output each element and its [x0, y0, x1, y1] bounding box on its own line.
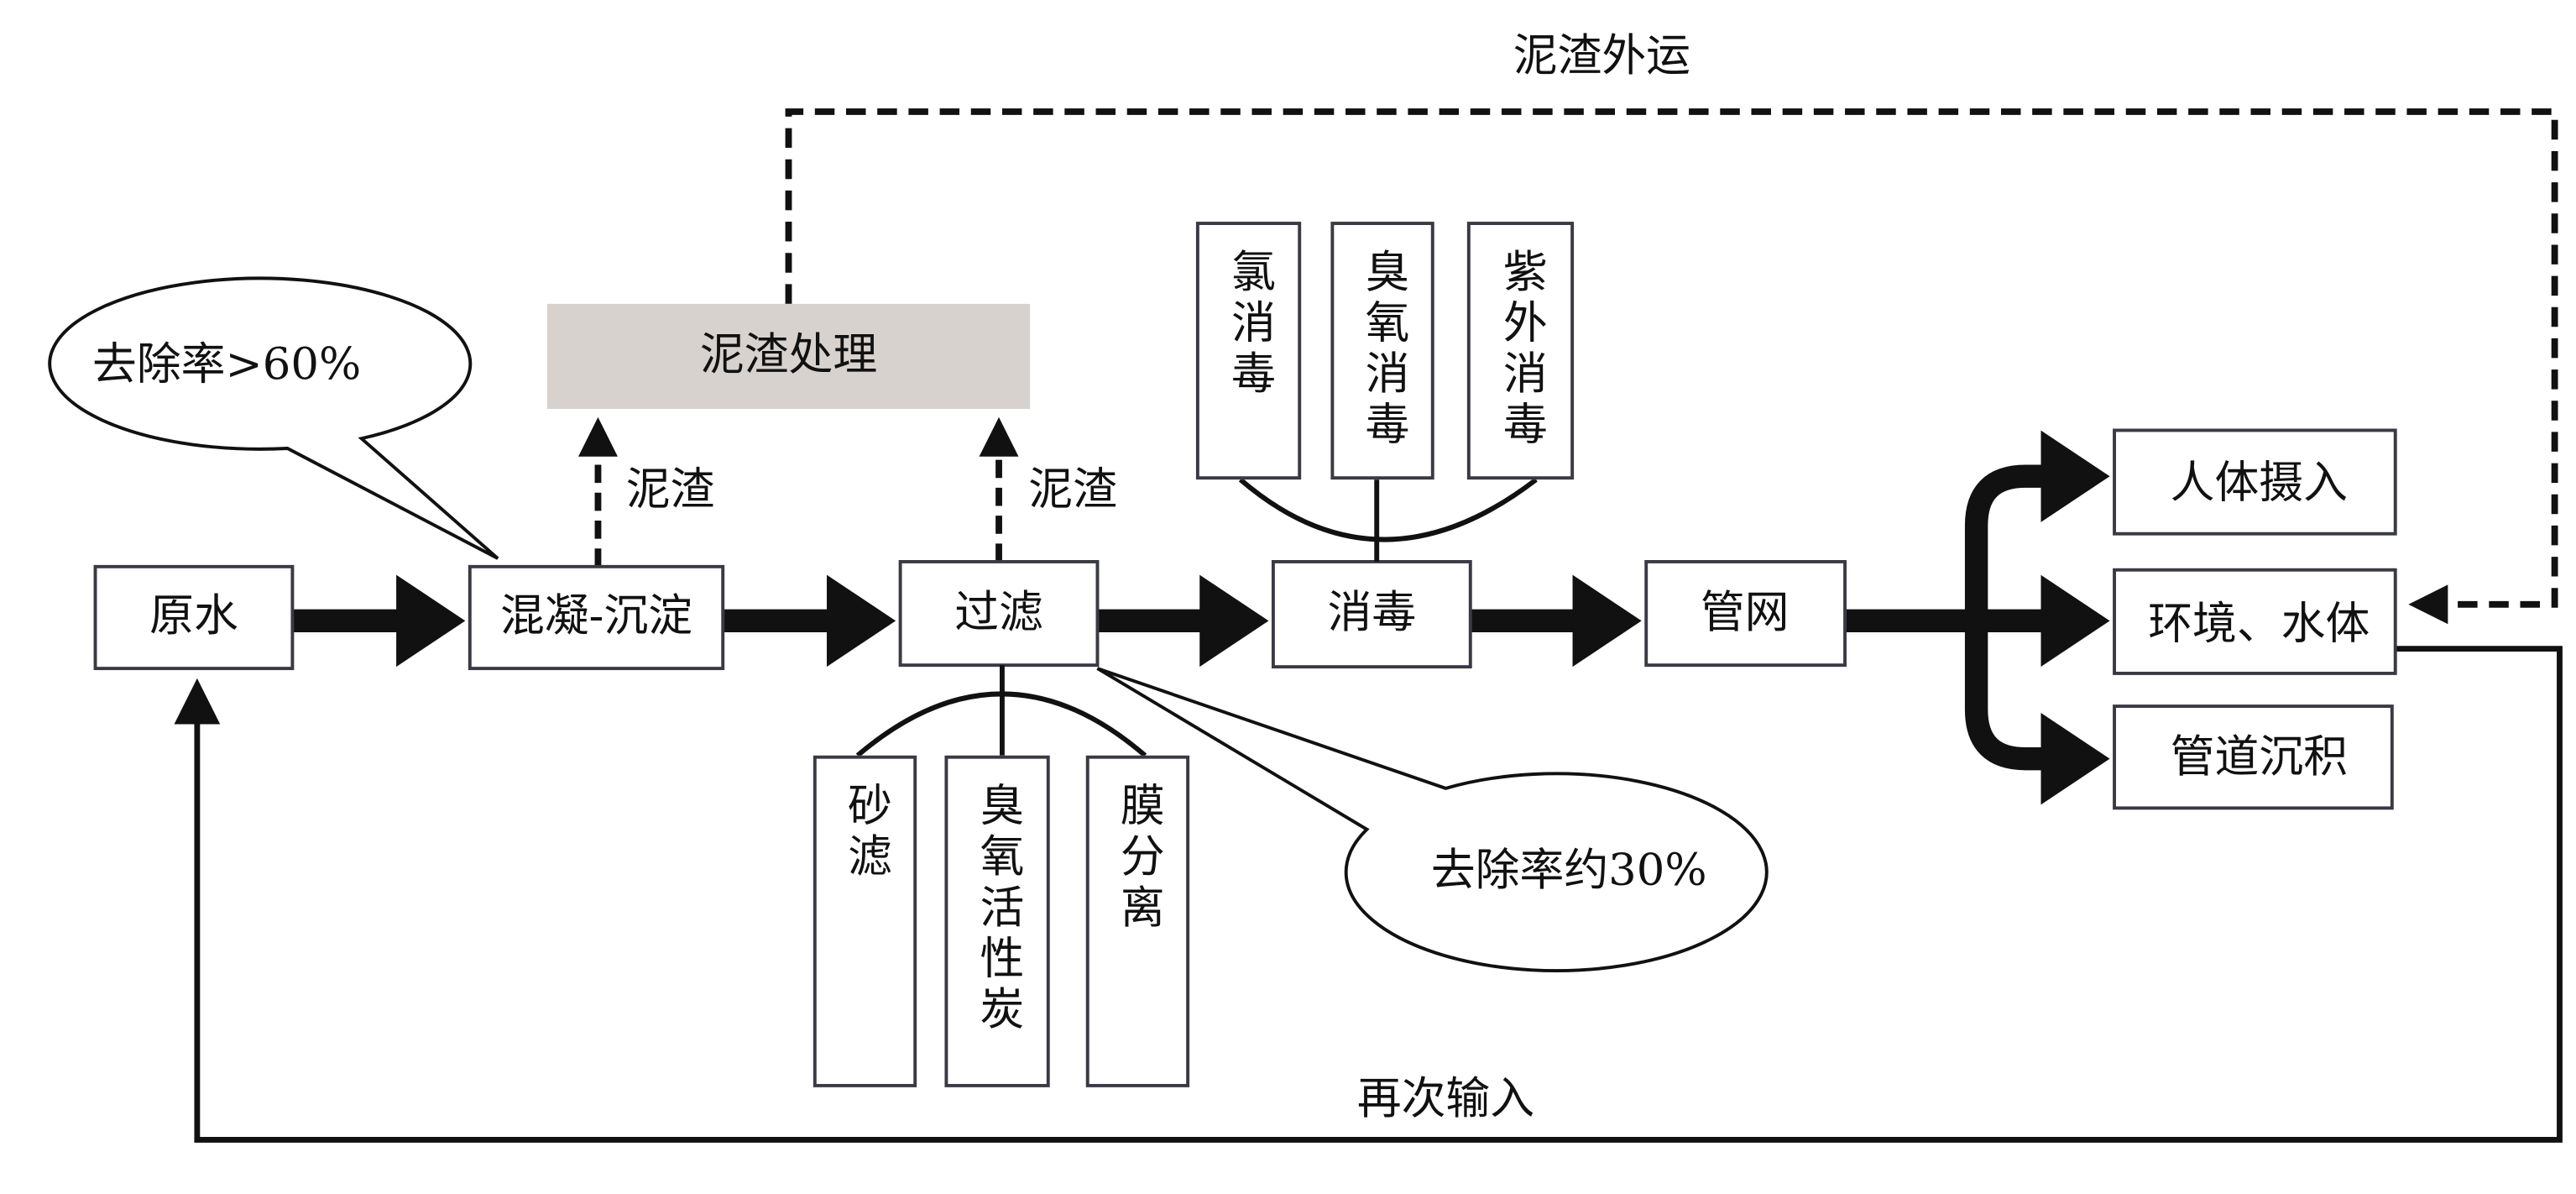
sludge-label-1: 泥渣 [626, 463, 715, 515]
filtration-method-sand-box: 砂滤 [813, 755, 917, 1087]
branch-arrow-down [1964, 621, 2110, 805]
disinfection-method-ozone-label: 臭氧消毒 [1356, 248, 1408, 452]
sludge-treatment-box [546, 303, 1031, 410]
disinfection-method-uv-box: 紫外消毒 [1466, 222, 1575, 480]
reinput-arrow [174, 646, 2563, 1143]
filtration-method-ozone-carbon-label: 臭氧活性炭 [971, 782, 1023, 1037]
raw-water-box [93, 564, 295, 671]
callout-bubble-coagulation [48, 276, 499, 560]
filtration-method-membrane-box: 膜分离 [1085, 755, 1190, 1087]
pipe-deposit-box [2113, 704, 2394, 810]
pipe-deposit-label: 管道沉积 [2171, 731, 2348, 783]
coagulation-box [468, 564, 725, 671]
sludge-treatment-label: 泥渣处理 [700, 329, 877, 380]
environment-box [2113, 568, 2397, 675]
sludge-export-arrow [785, 108, 2558, 625]
disinfection-method-uv-label: 紫外消毒 [1495, 248, 1546, 452]
filtration-method-membrane-label: 膜分离 [1112, 782, 1163, 935]
callout-filtration-text: 去除率约30% [1431, 845, 1707, 896]
disinfection-method-chlorine-label: 氯消毒 [1223, 248, 1274, 401]
branch-arrow-up [1964, 430, 2110, 621]
coagulation-label: 混凝-沉淀 [500, 590, 692, 642]
disinfection-label: 消毒 [1328, 587, 1417, 638]
callout-coagulation-text: 去除率>60% [92, 339, 361, 390]
sludge-export-label: 泥渣外运 [1513, 30, 1690, 81]
human-intake-label: 人体摄入 [2171, 457, 2348, 508]
human-intake-box [2113, 428, 2397, 536]
disinfection-method-chlorine-box: 氯消毒 [1195, 222, 1302, 480]
filtration-label: 过滤 [954, 587, 1043, 638]
sludge-label-2: 泥渣 [1028, 463, 1117, 515]
disinfection-box [1271, 559, 1472, 669]
raw-water-label: 原水 [149, 590, 238, 642]
filtration-method-sand-label: 砂滤 [839, 782, 891, 884]
filtration-method-ozone-carbon-box: 臭氧活性炭 [944, 755, 1050, 1087]
reinput-label: 再次输入 [1357, 1073, 1534, 1124]
disinfection-method-ozone-box: 臭氧消毒 [1330, 222, 1434, 480]
disinfection-bracket [1238, 477, 1538, 542]
pipe-network-box [1644, 559, 1847, 668]
filtration-box [898, 559, 1100, 668]
environment-label: 环境、水体 [2148, 599, 2370, 650]
pipe-network-label: 管网 [1701, 587, 1790, 638]
callout-bubble-filtration [1096, 667, 1769, 972]
